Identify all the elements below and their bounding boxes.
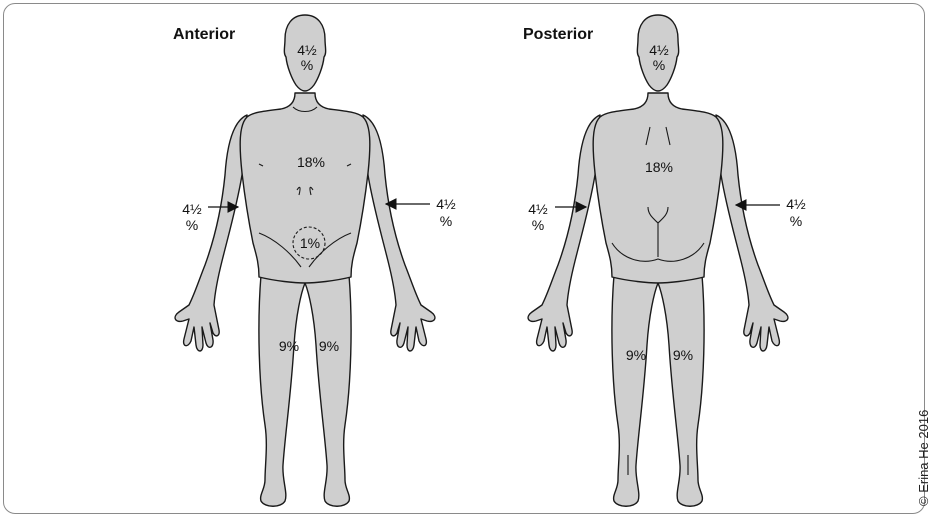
anterior-trunk-label: 18%	[297, 154, 325, 170]
anterior-head-label-pct: %	[301, 57, 313, 73]
posterior-right-arm-label-pct: %	[532, 217, 544, 233]
posterior-figure	[528, 15, 788, 506]
posterior-title: Posterior	[523, 26, 593, 43]
copyright-credit: © Erina He 2016	[916, 410, 931, 506]
anterior-genital-label: 1%	[300, 235, 320, 251]
anterior-head-label: 4½	[297, 42, 317, 58]
posterior-left-arm-label: 4½	[786, 196, 806, 212]
anterior-left-arm-label: 4½	[436, 196, 456, 212]
posterior-head-label-pct: %	[653, 57, 665, 73]
posterior-right-leg-label: 9%	[626, 347, 646, 363]
posterior-left-leg-label: 9%	[673, 347, 693, 363]
posterior-left-arm-label-pct: %	[790, 213, 802, 229]
posterior-right-arm-label: 4½	[528, 201, 548, 217]
anterior-right-arm-label-pct: %	[186, 217, 198, 233]
posterior-head-label: 4½	[649, 42, 669, 58]
anterior-left-arm-label-pct: %	[440, 213, 452, 229]
anterior-figure	[175, 15, 435, 506]
anterior-right-arm-label: 4½	[182, 201, 202, 217]
anterior-left-leg-label: 9%	[319, 338, 339, 354]
anterior-right-leg-label: 9%	[279, 338, 299, 354]
anterior-title: Anterior	[173, 26, 235, 43]
posterior-trunk-label: 18%	[645, 159, 673, 175]
